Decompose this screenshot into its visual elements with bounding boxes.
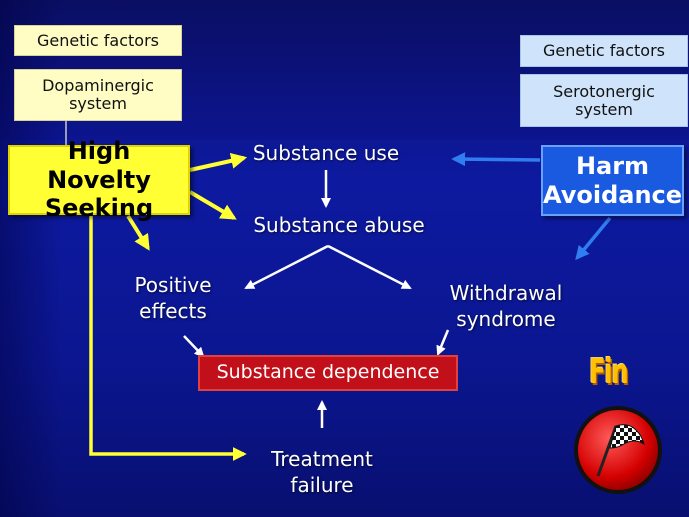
- substance-abuse-label: Substance abuse: [253, 213, 425, 237]
- treatment-failure-label: Treatment failure: [271, 447, 373, 497]
- abuse-to-withdrawal-arrow: [327, 244, 412, 290]
- high-novelty-seeking-box: High Novelty Seeking: [8, 137, 190, 222]
- checkered-flag-icon: [574, 406, 662, 494]
- withdrawal-syndrome-label: Withdrawal syndrome: [449, 281, 563, 331]
- positive-effects-label: Positive effects: [134, 273, 212, 323]
- serotonergic-system-box: Serotonergic system: [520, 74, 688, 127]
- harm-avoidance-label: Harm Avoidance: [542, 151, 683, 209]
- substance-use-label: Substance use: [252, 141, 400, 165]
- withdrawal-to-dependence-arrow: [436, 329, 450, 356]
- substance-dependence-box: Substance dependence: [198, 355, 458, 391]
- novelty-to-abuse-arrow: [188, 190, 237, 220]
- dopaminergic-system-box: Dopaminergic system: [14, 69, 182, 121]
- left-genetic-factors-box: Genetic factors: [14, 25, 182, 56]
- novelty-to-treatment-arrow: [89, 216, 247, 461]
- dopaminergic-system-label: Dopaminergic system: [42, 76, 154, 113]
- high-novelty-seeking-label: High Novelty Seeking: [44, 136, 154, 223]
- harm-to-withdrawal-arrow: [575, 216, 612, 261]
- fin-wordart: Fin: [589, 352, 629, 392]
- abuse-to-positive-arrow: [244, 244, 329, 290]
- positive-to-dependence-arrow: [183, 335, 205, 358]
- right-genetic-factors-label: Genetic factors: [542, 41, 666, 61]
- novelty-to-positive-arrow: [126, 214, 150, 251]
- serotonergic-system-label: Serotonergic system: [553, 81, 655, 119]
- novelty-to-use-arrow: [189, 152, 248, 172]
- harm-avoidance-box: Harm Avoidance: [541, 145, 684, 216]
- harm-to-use-arrow: [451, 152, 541, 167]
- substance-dependence-label: Substance dependence: [216, 361, 440, 384]
- left-genetic-factors-label: Genetic factors: [36, 30, 160, 50]
- right-genetic-factors-box: Genetic factors: [520, 35, 688, 67]
